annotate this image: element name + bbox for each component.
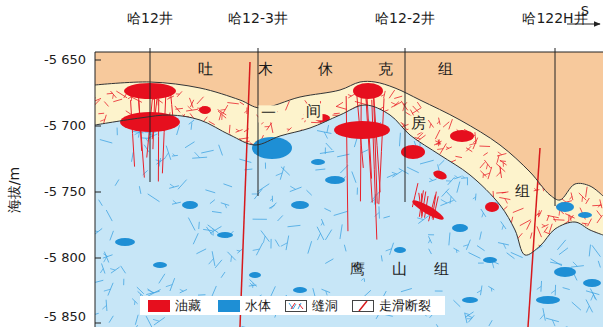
formation-name: 组	[513, 183, 532, 200]
formation-boundary	[95, 81, 603, 200]
axis-title: 海拔/m	[6, 167, 22, 213]
legend-item: 缝洞	[285, 297, 338, 315]
water-bodies	[115, 137, 601, 304]
legend-swatch	[218, 300, 240, 312]
well-tick	[258, 48, 259, 52]
legend-item: 走滑断裂	[352, 297, 431, 315]
legend-text: 走滑断裂	[379, 297, 431, 315]
tick-label: -5 650	[44, 53, 86, 68]
tick-label: -5 700	[44, 119, 86, 134]
legend-text: 水体	[245, 297, 271, 315]
legend-text: 缝洞	[312, 297, 338, 315]
tick-label: -5 850	[44, 310, 86, 325]
formation-name: 房	[409, 115, 428, 132]
y-axis	[95, 52, 96, 327]
formation-boundary	[95, 105, 603, 255]
wells	[150, 52, 555, 206]
well-tick	[555, 48, 556, 52]
well-name: 哈12-2井	[375, 10, 435, 26]
legend-ground	[140, 296, 445, 315]
well-tick	[405, 48, 406, 52]
frame-top	[95, 52, 603, 53]
well-name: 哈12井	[127, 10, 173, 26]
legend-swatch	[148, 300, 170, 312]
well-tick	[150, 48, 151, 52]
legend-swatch	[285, 300, 307, 312]
tick-label: -5 800	[44, 251, 86, 266]
y-ticks	[95, 60, 101, 323]
formation-name: 间	[304, 103, 323, 120]
formation-name: 一	[259, 105, 278, 122]
formation-name: 吐木休克组	[198, 61, 498, 78]
oil-reservoirs	[120, 83, 499, 222]
well-name: 哈12-3井	[228, 10, 288, 26]
well-name: 哈122H井	[522, 10, 587, 26]
yingshan-formation	[95, 105, 603, 327]
fracture-zone	[131, 86, 439, 239]
legend-item: 油藏	[148, 297, 201, 315]
legend-swatch	[352, 300, 374, 312]
tick-label: -5 750	[44, 185, 86, 200]
fracture-strokes	[90, 118, 600, 327]
formation-name: 鹰山组	[348, 261, 478, 278]
legend-item: 水体	[218, 297, 271, 315]
direction-label: S	[581, 4, 589, 19]
legend-text: 油藏	[175, 297, 201, 315]
